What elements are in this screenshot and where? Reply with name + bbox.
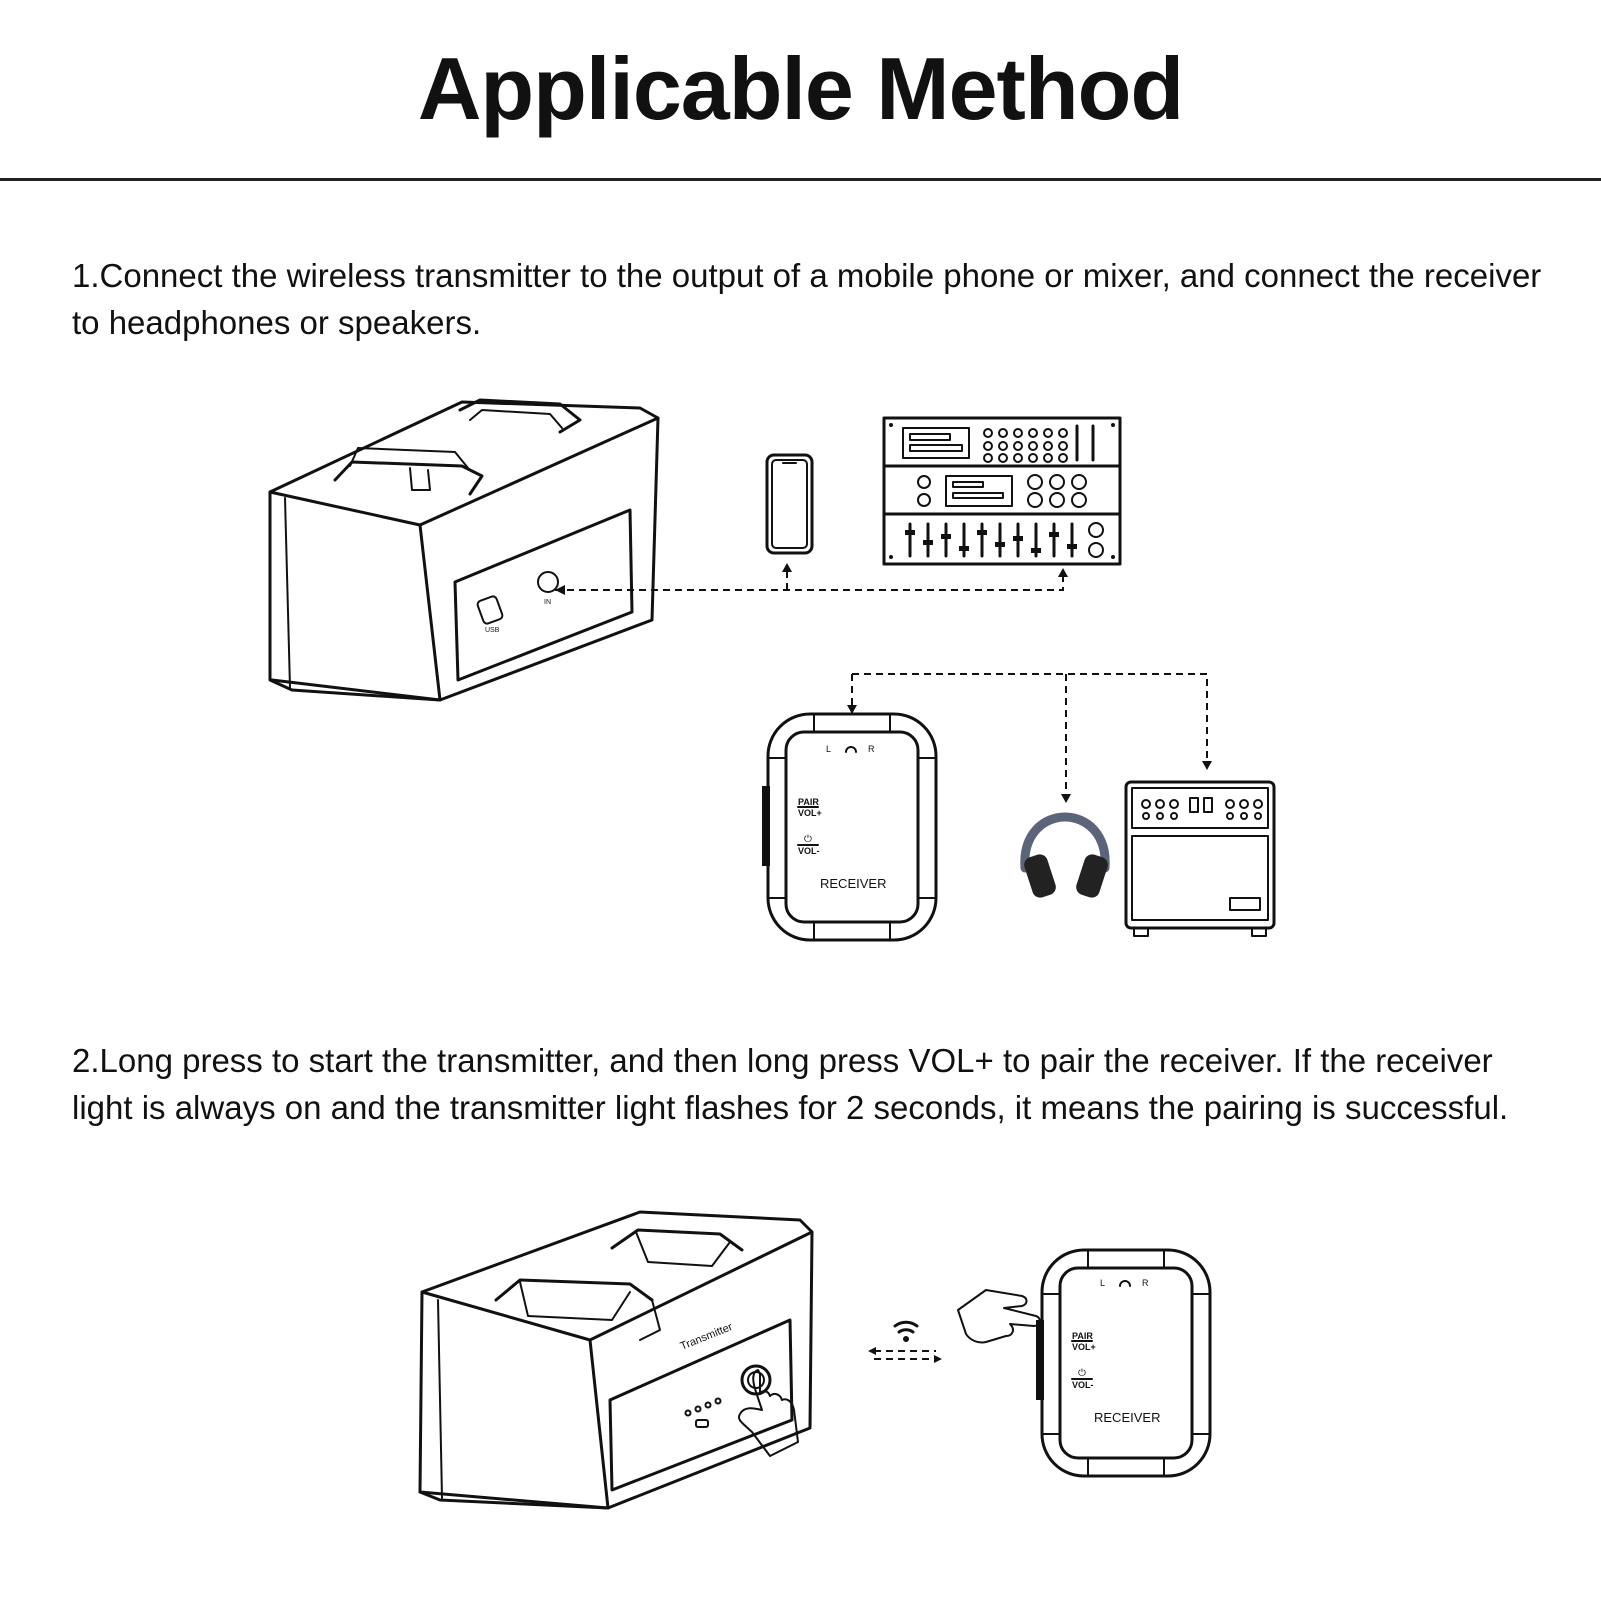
receiver-1-volminus-label: VOL- bbox=[798, 846, 820, 856]
hand-press-receiver-icon bbox=[957, 1289, 1041, 1344]
source-connection-lines bbox=[555, 563, 1068, 595]
receiver-1-power-icon: ⏻ bbox=[804, 834, 812, 845]
page-title: Applicable Method bbox=[417, 39, 1184, 138]
hand-press-icon bbox=[738, 1369, 799, 1457]
receiver-2-power-icon: ⏻ bbox=[1078, 1368, 1086, 1379]
receiver-2-left-label: L bbox=[1100, 1278, 1105, 1288]
receiver-1-right-label: R bbox=[868, 744, 875, 754]
output-connection-lines bbox=[847, 673, 1212, 803]
phone-icon bbox=[765, 453, 814, 555]
receiver-2-volminus-label: VOL- bbox=[1072, 1380, 1094, 1390]
receiver-1-left-label: L bbox=[826, 744, 831, 754]
receiver-2-label: RECEIVER bbox=[1094, 1410, 1160, 1425]
step-1-text: 1.Connect the wireless transmitter to th… bbox=[72, 257, 1542, 341]
transmitter-dock-2: Transmitter bbox=[418, 1210, 814, 1510]
receiver-1: L R PAIR VOL+ ⏻ VOL- RECEIVER bbox=[762, 712, 938, 942]
in-port-label: IN bbox=[544, 599, 551, 606]
receiver-1-label: RECEIVER bbox=[820, 876, 886, 891]
receiver-2-right-label: R bbox=[1142, 1278, 1149, 1288]
wifi-icon bbox=[893, 1320, 919, 1342]
amplifier-icon bbox=[1124, 780, 1276, 937]
pairing-arrow bbox=[868, 1347, 942, 1363]
receiver-1-pair-label: PAIR bbox=[798, 797, 819, 807]
receiver-2-volplus-label: VOL+ bbox=[1072, 1342, 1096, 1352]
headphones-icon bbox=[1020, 812, 1110, 898]
step-2-text: 2.Long press to start the transmitter, a… bbox=[72, 1042, 1509, 1126]
mixer-icon bbox=[882, 416, 1122, 566]
usb-port-label: USB bbox=[485, 627, 500, 634]
receiver-1-volplus-label: VOL+ bbox=[798, 808, 822, 818]
transmitter-dock: USB IN bbox=[268, 398, 660, 702]
receiver-2: L R PAIR VOL+ ⏻ VOL- RECEIVER bbox=[1036, 1248, 1212, 1478]
receiver-2-pair-label: PAIR bbox=[1072, 1331, 1093, 1341]
title-divider bbox=[0, 178, 1601, 181]
